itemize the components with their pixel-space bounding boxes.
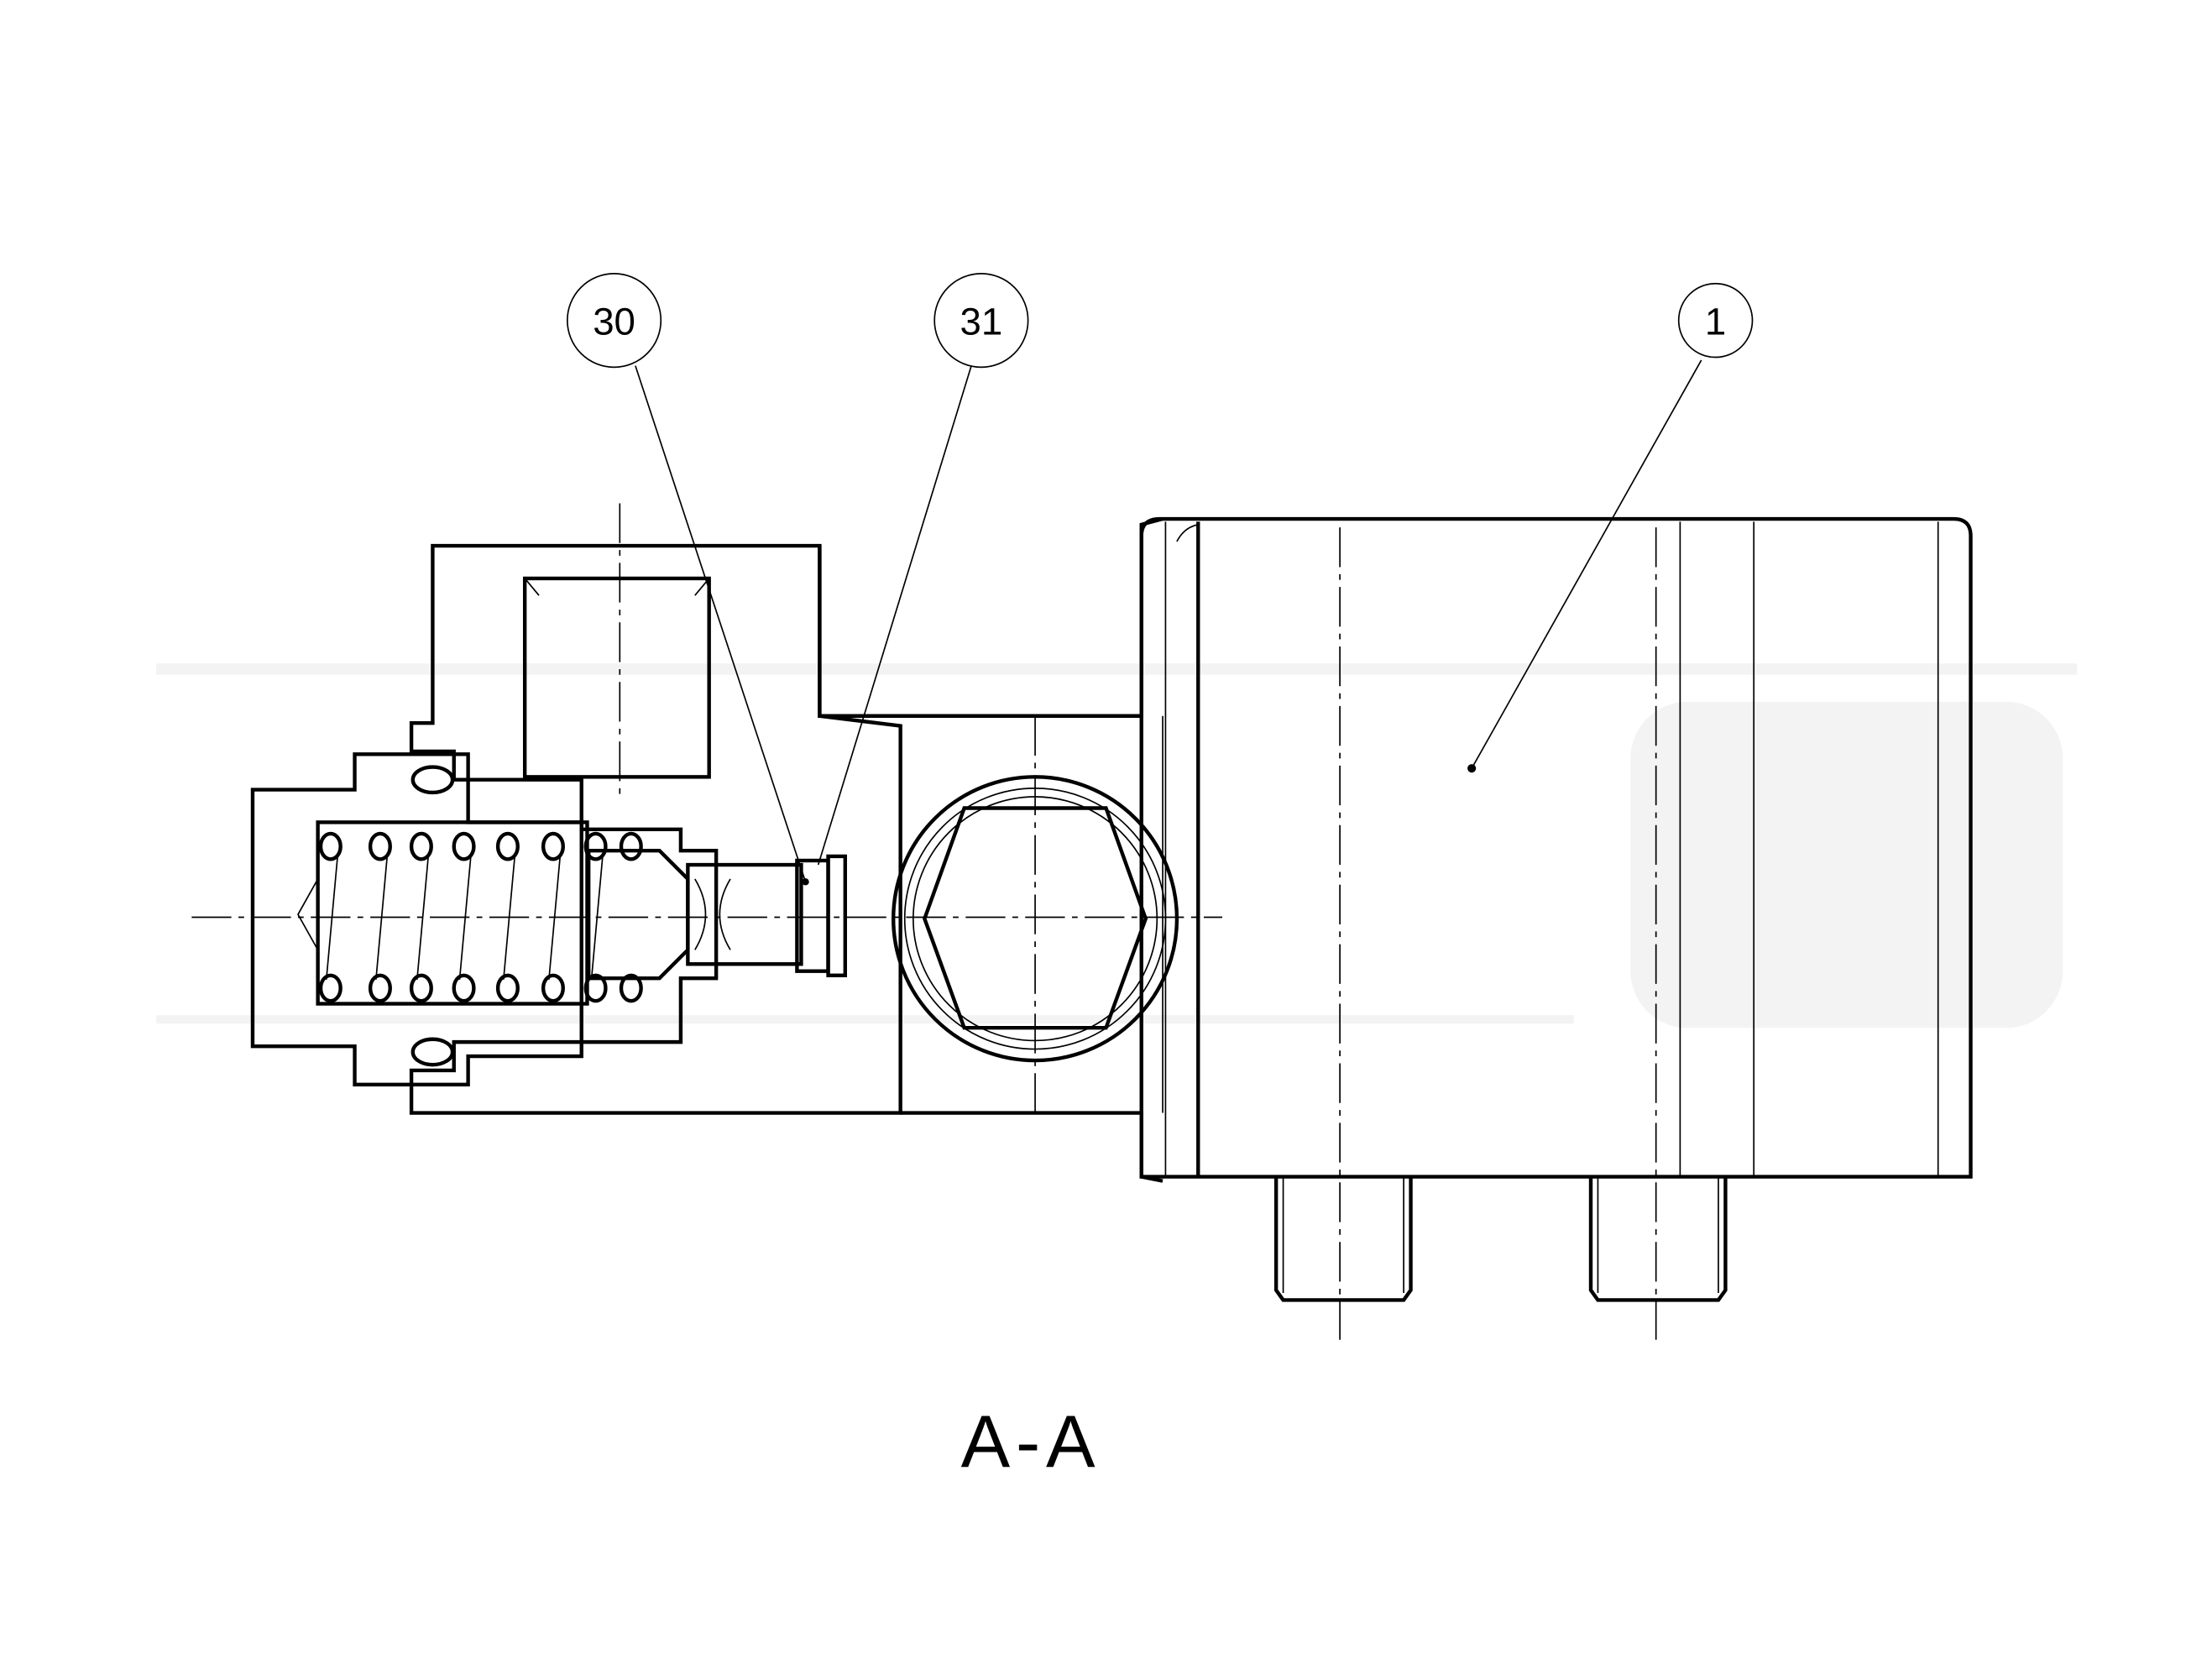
balloon-label: 31 (960, 301, 1003, 343)
spring-coil (368, 973, 392, 1003)
spring-coil (583, 831, 608, 861)
balloon-1: 1 (1677, 282, 1754, 359)
spring-coil (318, 831, 343, 861)
spring-coil (452, 973, 476, 1003)
spring-coil (409, 831, 433, 861)
spring-coil (541, 973, 565, 1003)
spring-coil (619, 973, 643, 1003)
valve-body-section (409, 516, 1164, 1183)
spring-coil (368, 831, 392, 861)
leader-lines (635, 359, 1702, 886)
section-label: A-A (961, 1401, 1101, 1484)
spring-coil (452, 831, 476, 861)
spring-coil (619, 831, 643, 861)
o-rings (411, 765, 455, 1067)
spring-coil (318, 973, 343, 1003)
balloon-30: 30 (566, 273, 662, 369)
main-block (1139, 516, 1973, 1302)
spring-housing (250, 752, 589, 1086)
spring-coil (495, 973, 520, 1003)
balloon-label: 1 (1705, 301, 1726, 343)
spring-coil (495, 831, 520, 861)
center-lines (191, 503, 1657, 1340)
spring-coil (583, 973, 608, 1003)
balloon-label: 30 (593, 301, 635, 343)
balloon-31: 31 (933, 273, 1029, 369)
spring-coil (409, 973, 433, 1003)
poppet (586, 848, 847, 981)
spring-coil (541, 831, 565, 861)
watermark (156, 663, 2078, 1028)
